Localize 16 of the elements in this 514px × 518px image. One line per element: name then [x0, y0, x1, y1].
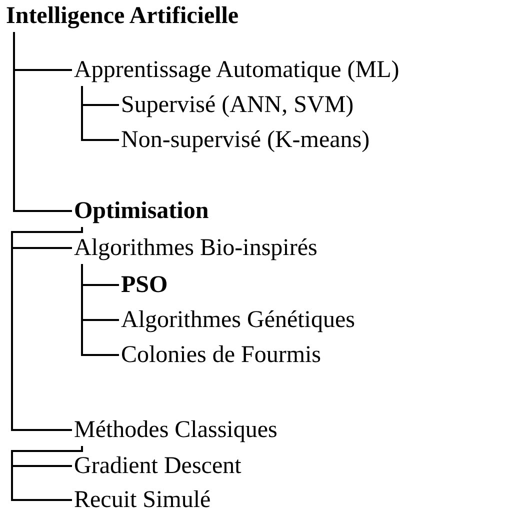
tree-item-label: Intelligence Artificielle — [4, 0, 241, 32]
tree-connector — [11, 227, 83, 431]
tree-connector — [81, 86, 119, 141]
tree-item-label: Gradient Descent — [72, 450, 244, 482]
tree-item-label: Supervisé (ANN, SVM) — [119, 89, 356, 121]
tree-item-label: Colonies de Fourmis — [119, 339, 324, 371]
tree-item-label: Non-supervisé (K-means) — [119, 124, 372, 156]
tree-connector — [11, 446, 83, 501]
tree-item-label: Apprentissage Automatique (ML) — [72, 54, 402, 86]
tree-item-label: Optimisation — [72, 195, 211, 227]
tree-item-label: PSO — [119, 269, 170, 301]
tree-connector — [13, 32, 72, 212]
tree-item-label: Recuit Simulé — [72, 484, 213, 516]
tree-item-label: Méthodes Classiques — [72, 414, 280, 446]
tree-item-label: Algorithmes Bio-inspirés — [72, 232, 320, 264]
tree-item-label: Algorithmes Génétiques — [119, 304, 357, 336]
